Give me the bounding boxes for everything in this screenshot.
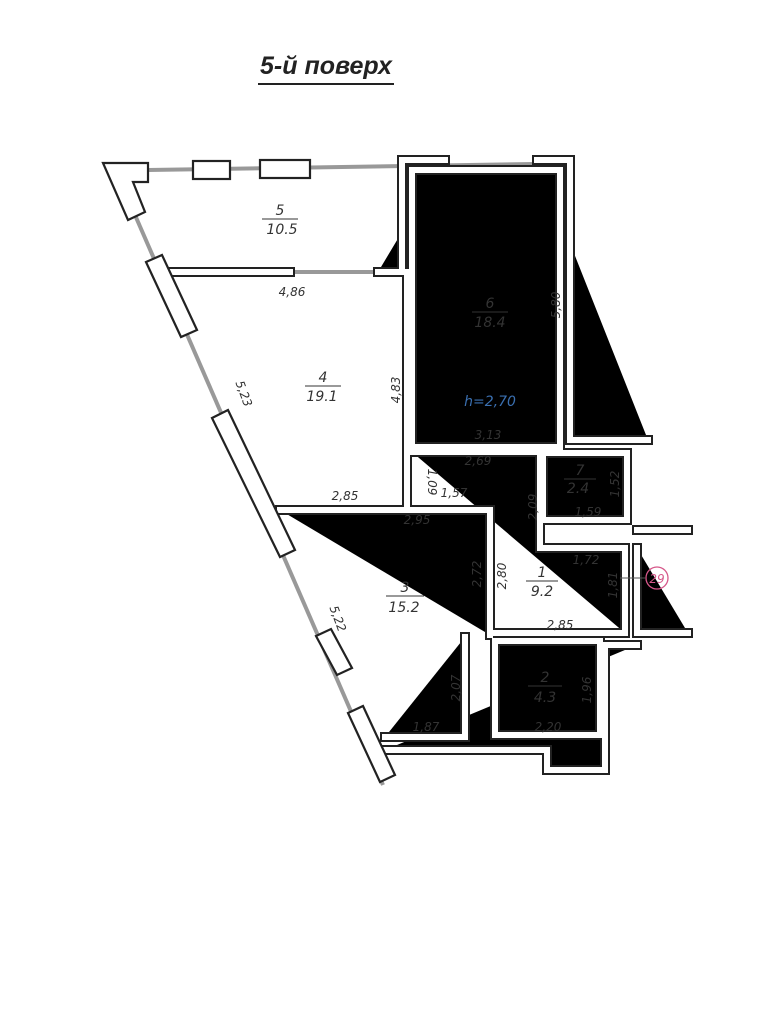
svg-text:6: 6 xyxy=(486,296,495,312)
room-5-label: 5 10.5 xyxy=(262,203,298,238)
svg-text:2: 2 xyxy=(541,670,550,686)
svg-text:9.2: 9.2 xyxy=(531,584,553,600)
room-7-label: 7 2.4 xyxy=(564,463,596,497)
svg-text:1,52: 1,52 xyxy=(608,471,622,498)
svg-text:1,59: 1,59 xyxy=(575,505,602,519)
svg-text:3,13: 3,13 xyxy=(475,428,502,442)
svg-text:2,72: 2,72 xyxy=(470,561,484,588)
floor-title: 5-й поверх xyxy=(258,52,394,85)
svg-text:19.1: 19.1 xyxy=(306,389,337,405)
window-piers xyxy=(101,158,397,784)
svg-text:1: 1 xyxy=(538,565,547,581)
svg-text:29: 29 xyxy=(649,572,664,586)
svg-text:4,83: 4,83 xyxy=(389,377,403,404)
svg-text:2,80: 2,80 xyxy=(495,562,509,589)
unit-marker: 29 xyxy=(620,566,669,590)
room-3-label: 3 15.2 xyxy=(386,580,424,616)
svg-text:5: 5 xyxy=(276,203,285,219)
svg-text:15.2: 15.2 xyxy=(388,600,419,616)
svg-text:4,86: 4,86 xyxy=(279,285,306,299)
svg-text:1,09: 1,09 xyxy=(425,469,439,496)
svg-text:4: 4 xyxy=(319,370,328,386)
svg-text:2,07: 2,07 xyxy=(449,674,463,701)
svg-text:1,96: 1,96 xyxy=(580,676,594,703)
ceiling-height: h=2,70 xyxy=(464,394,516,410)
svg-text:5,23: 5,23 xyxy=(233,379,255,409)
room-1-label: 1 9.2 xyxy=(526,565,558,600)
svg-text:2,85: 2,85 xyxy=(547,618,574,632)
walls xyxy=(165,160,688,770)
room-4-label: 4 19.1 xyxy=(305,370,341,405)
room-6-label: 6 18.4 xyxy=(472,296,508,331)
svg-text:2.4: 2.4 xyxy=(567,481,589,497)
svg-text:2,95: 2,95 xyxy=(404,513,431,527)
svg-text:2,85: 2,85 xyxy=(332,489,359,503)
svg-text:1,72: 1,72 xyxy=(573,553,600,567)
room-2-label: 2 4.3 xyxy=(528,670,562,706)
svg-text:10.5: 10.5 xyxy=(266,222,297,238)
svg-text:1,57: 1,57 xyxy=(441,486,468,500)
svg-text:2,09: 2,09 xyxy=(526,494,540,521)
svg-text:1,81: 1,81 xyxy=(606,572,620,599)
svg-text:1,87: 1,87 xyxy=(413,720,440,734)
svg-text:3: 3 xyxy=(401,580,410,596)
svg-text:2,69: 2,69 xyxy=(465,454,492,468)
svg-text:18.4: 18.4 xyxy=(474,315,505,331)
svg-text:7: 7 xyxy=(576,463,585,479)
svg-text:5,80: 5,80 xyxy=(549,291,563,318)
svg-text:2,20: 2,20 xyxy=(535,720,562,734)
svg-text:4.3: 4.3 xyxy=(534,690,556,706)
